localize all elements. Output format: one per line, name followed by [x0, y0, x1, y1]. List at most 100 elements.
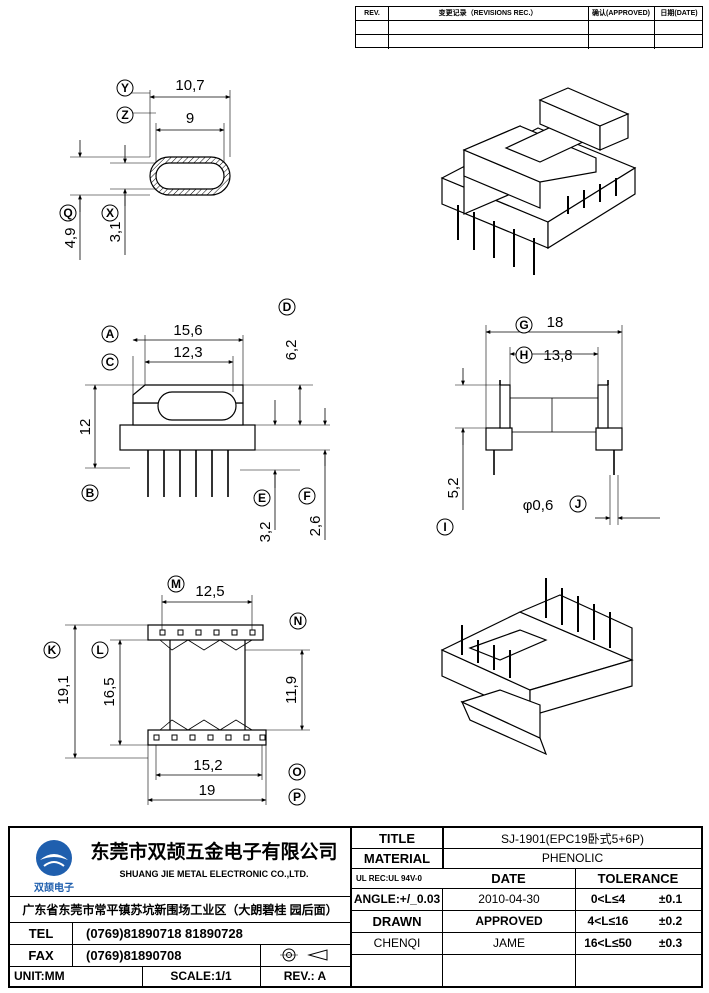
dim-o-value: 15,2 — [193, 757, 222, 774]
dim-j-value: φ0,6 — [523, 497, 554, 514]
callout-c: C — [106, 355, 115, 369]
bobbin-bore — [155, 162, 225, 190]
callout-b: B — [86, 486, 95, 500]
fax-label: FAX — [28, 947, 54, 963]
isometric-view-bottom — [440, 578, 634, 756]
bottom-view — [65, 595, 310, 805]
callout-p: P — [293, 790, 301, 804]
tolerance-3-range: 16<L≤50 — [584, 936, 632, 950]
company-name-cn: 东莞市双颉五金电子有限公司 — [90, 841, 338, 863]
callout-x: X — [106, 206, 114, 220]
scale-label: SCALE:1/1 — [170, 969, 232, 983]
top-view — [70, 90, 231, 260]
callout-j: J — [575, 497, 582, 511]
callout-m: M — [171, 577, 181, 591]
approved-label: APPROVED — [475, 914, 543, 928]
ul-rec: UL REC:UL 94V-0 — [356, 873, 422, 883]
dim-z-value: 9 — [186, 110, 194, 127]
dim-q-value: 4,9 — [62, 228, 79, 249]
dim-a-value: 15,6 — [173, 322, 202, 339]
front-view — [85, 335, 330, 540]
callout-y: Y — [121, 81, 129, 95]
title-block: 双颉电子 东莞市双颉五金电子有限公司 SHUANG JIE METAL ELEC… — [8, 826, 703, 988]
date-header: 日期(DATE) — [660, 10, 698, 17]
company-name-en: SHUANG JIE METAL ELECTRONIC CO.,LTD. — [119, 869, 309, 879]
tel-value: (0769)81890718 81890728 — [86, 925, 243, 941]
dim-y-value: 10,7 — [175, 77, 204, 94]
dim-c-value: 12,3 — [173, 344, 202, 361]
angle-tolerance: ANGLE:+/_0.03 — [353, 892, 441, 906]
rev-label: REV.: A — [283, 969, 327, 983]
dim-p-value: 19 — [199, 782, 216, 799]
dim-i-value: 5,2 — [445, 478, 462, 499]
logo-icon — [36, 840, 72, 876]
callout-q: Q — [63, 206, 72, 220]
callout-k: K — [48, 643, 57, 657]
dim-height-value: 12 — [77, 419, 94, 436]
tolerance-1-range: 0<L≤4 — [590, 892, 626, 906]
drawn-label: DRAWN — [372, 913, 422, 929]
tolerance-3-value: ±0.3 — [658, 936, 683, 950]
right-flange-block — [595, 427, 623, 451]
top-pin-strip — [147, 624, 264, 641]
bore-outline — [157, 391, 237, 421]
callout-l: L — [96, 643, 103, 657]
dim-n-value: 11,9 — [283, 676, 300, 704]
bottom-pin-strip — [147, 729, 267, 746]
fax-value: (0769)81890708 — [86, 947, 182, 963]
tel-label: TEL — [28, 925, 54, 941]
title-label: TITLE — [378, 830, 416, 846]
date-value: 2010-04-30 — [478, 892, 540, 906]
isometric-view-top — [440, 87, 637, 275]
callout-h: H — [520, 348, 529, 362]
column-divider — [388, 7, 389, 49]
callout-a: A — [106, 327, 115, 341]
left-flange-block — [485, 427, 513, 451]
logo-text: 双颉电子 — [34, 882, 74, 894]
record-header: 变更记录（REVISIONS REC.） — [438, 10, 538, 17]
callout-o: O — [292, 765, 301, 779]
tolerance-2-range: 4<L≤16 — [587, 914, 629, 928]
callout-g: G — [519, 318, 528, 332]
callout-labels: Y Z Q X A C B D E F G H I J M N K L O P — [43, 79, 587, 806]
callout-e: E — [258, 491, 266, 505]
side-view — [455, 325, 660, 525]
approved-header: 确认(APPROVED) — [592, 10, 650, 17]
callout-f: F — [303, 489, 310, 503]
dim-k-value: 19,1 — [55, 675, 72, 704]
dim-d-value: 6,2 — [283, 340, 300, 361]
tolerance-2-value: ±0.2 — [658, 914, 683, 928]
dim-h-value: 13,8 — [543, 347, 572, 364]
projection-symbol — [260, 944, 350, 966]
material-label: MATERIAL — [363, 850, 431, 866]
tolerance-1-value: ±0.1 — [658, 892, 683, 906]
dim-f-value: 2,6 — [307, 516, 324, 537]
rev-header: REV. — [364, 10, 380, 17]
tolerance-label: TOLERANCE — [597, 870, 679, 886]
technical-drawing: 10,7 9 4,9 3,1 — [43, 77, 660, 806]
date-label: DATE — [491, 870, 526, 886]
dim-e-value: 3,2 — [257, 522, 274, 543]
dim-x-value: 3,1 — [107, 222, 124, 243]
projection-icon — [280, 948, 328, 962]
revision-row — [356, 20, 702, 35]
column-divider — [654, 7, 655, 49]
company-address: 广东省东莞市常平镇苏坑新围场工业区（大朗碧桂 园后面） — [22, 902, 338, 917]
material-value: PHENOLIC — [541, 851, 604, 865]
title-value: SJ-1901(EPC19卧式5+6P) — [500, 831, 645, 846]
callout-d: D — [283, 300, 292, 314]
callout-n: N — [294, 614, 303, 628]
base-flange — [119, 424, 256, 451]
column-divider — [588, 7, 589, 49]
company-logo — [34, 838, 74, 878]
callout-i: I — [443, 520, 446, 534]
dim-m-value: 12,5 — [195, 583, 224, 600]
callout-z: Z — [121, 108, 128, 122]
unit-label: UNIT:MM — [14, 969, 65, 983]
dim-l-value: 16,5 — [101, 677, 118, 706]
approved-value: JAME — [492, 936, 525, 950]
drawn-value: CHENQI — [373, 936, 421, 950]
dim-g-value: 18 — [547, 314, 564, 331]
revision-header-row — [356, 7, 702, 21]
revision-table: REV. 变更记录（REVISIONS REC.） 确认(APPROVED) 日… — [355, 6, 703, 49]
